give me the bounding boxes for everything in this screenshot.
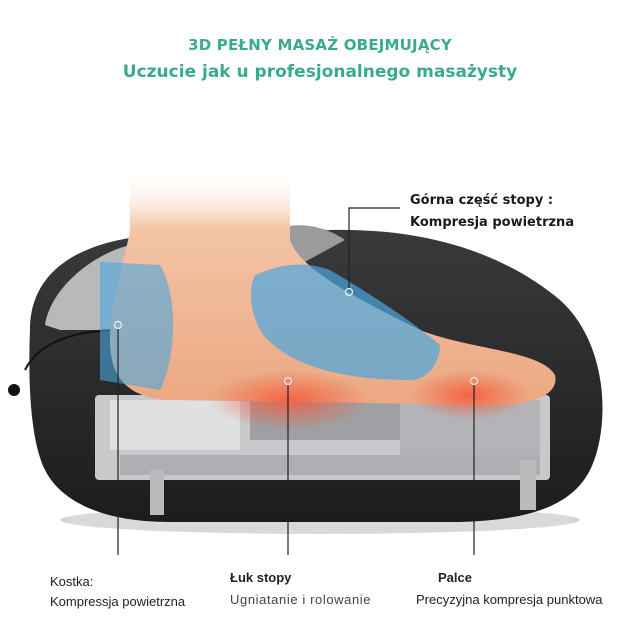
callout-ankle-title: Kostka: bbox=[50, 574, 94, 589]
callout-ankle: Kostka: Kompressja powietrzna bbox=[50, 572, 185, 612]
callout-top-desc: Kompresja powietrzna bbox=[410, 215, 575, 230]
callout-top-of-foot: Górna część stopy : Kompresja powietrzna bbox=[410, 190, 574, 234]
callout-arch-desc: Ugniatanie i rolowanie bbox=[230, 592, 372, 607]
callout-toes: Palce Precyzyjna kompresja punktowa bbox=[416, 567, 602, 611]
callout-toes-desc: Precyzyjna kompresja punktowa bbox=[416, 592, 603, 607]
callout-arch: Łuk stopy Ugniatanie i rolowanie bbox=[230, 567, 371, 611]
headline: 3D PEŁNY MASAŻ OBEJMUJĄCY bbox=[188, 36, 452, 54]
callout-arch-title: Łuk stopy bbox=[230, 570, 292, 585]
callout-ankle-desc: Kompressja powietrzna bbox=[50, 594, 186, 609]
callout-toes-title: Palce bbox=[438, 570, 472, 585]
subheadline: Uczucie jak u profesjonalnego masażysty bbox=[122, 62, 518, 82]
callout-top-title: Górna część stopy : bbox=[410, 193, 554, 208]
